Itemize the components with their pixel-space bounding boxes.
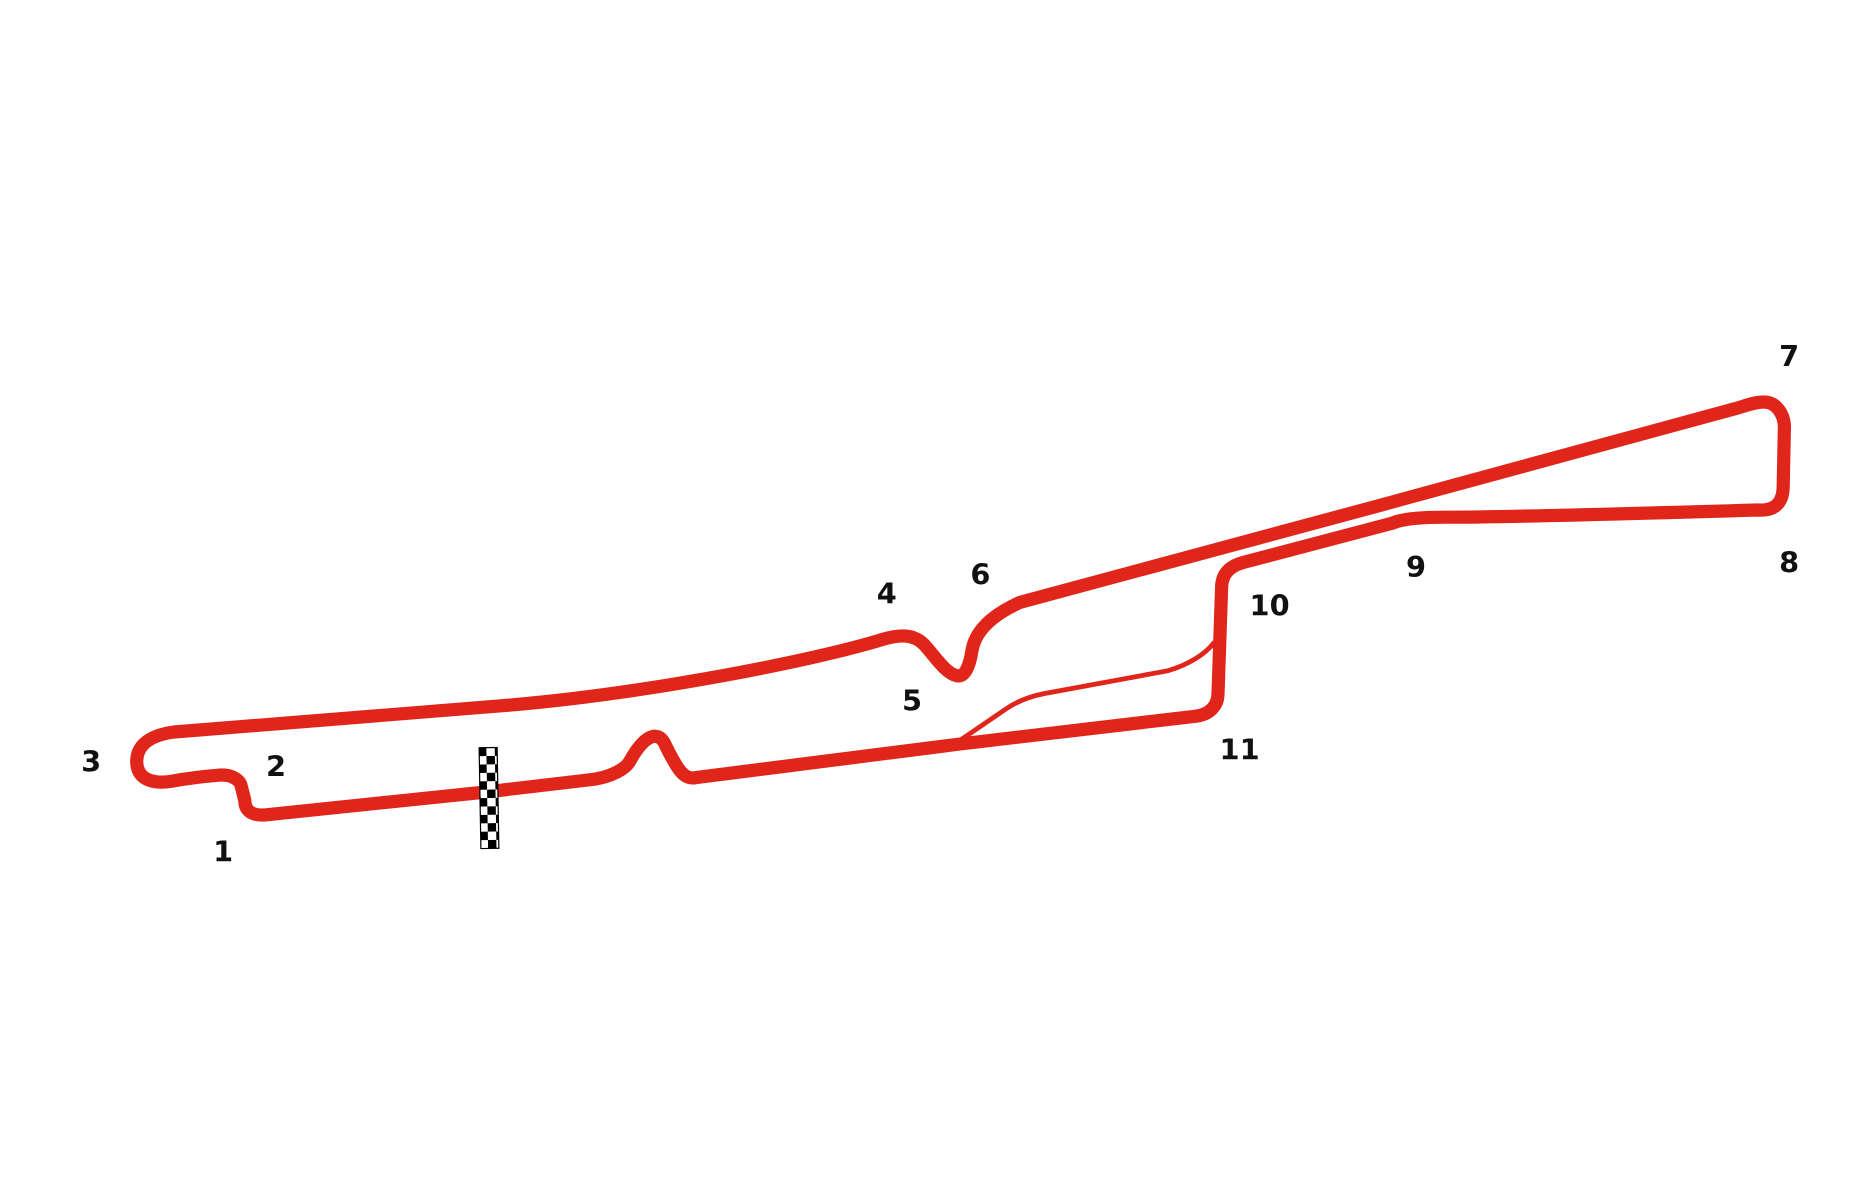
checkered-flag-icon [478,746,500,850]
turn-label-9: 9 [1406,550,1426,584]
turn-label-1: 1 [213,835,233,869]
turn-label-11: 11 [1220,733,1260,767]
turn-label-3: 3 [81,745,101,779]
turn-label-4: 4 [877,577,897,611]
turn-label-8: 8 [1779,545,1799,579]
turn-label-5: 5 [902,683,922,717]
turn-label-10: 10 [1250,589,1290,623]
track-short-circuit [958,640,1217,743]
turn-label-6: 6 [970,557,990,591]
turn-label-2: 2 [266,749,286,783]
track-main-circuit [130,395,1791,822]
turn-label-7: 7 [1779,339,1799,373]
